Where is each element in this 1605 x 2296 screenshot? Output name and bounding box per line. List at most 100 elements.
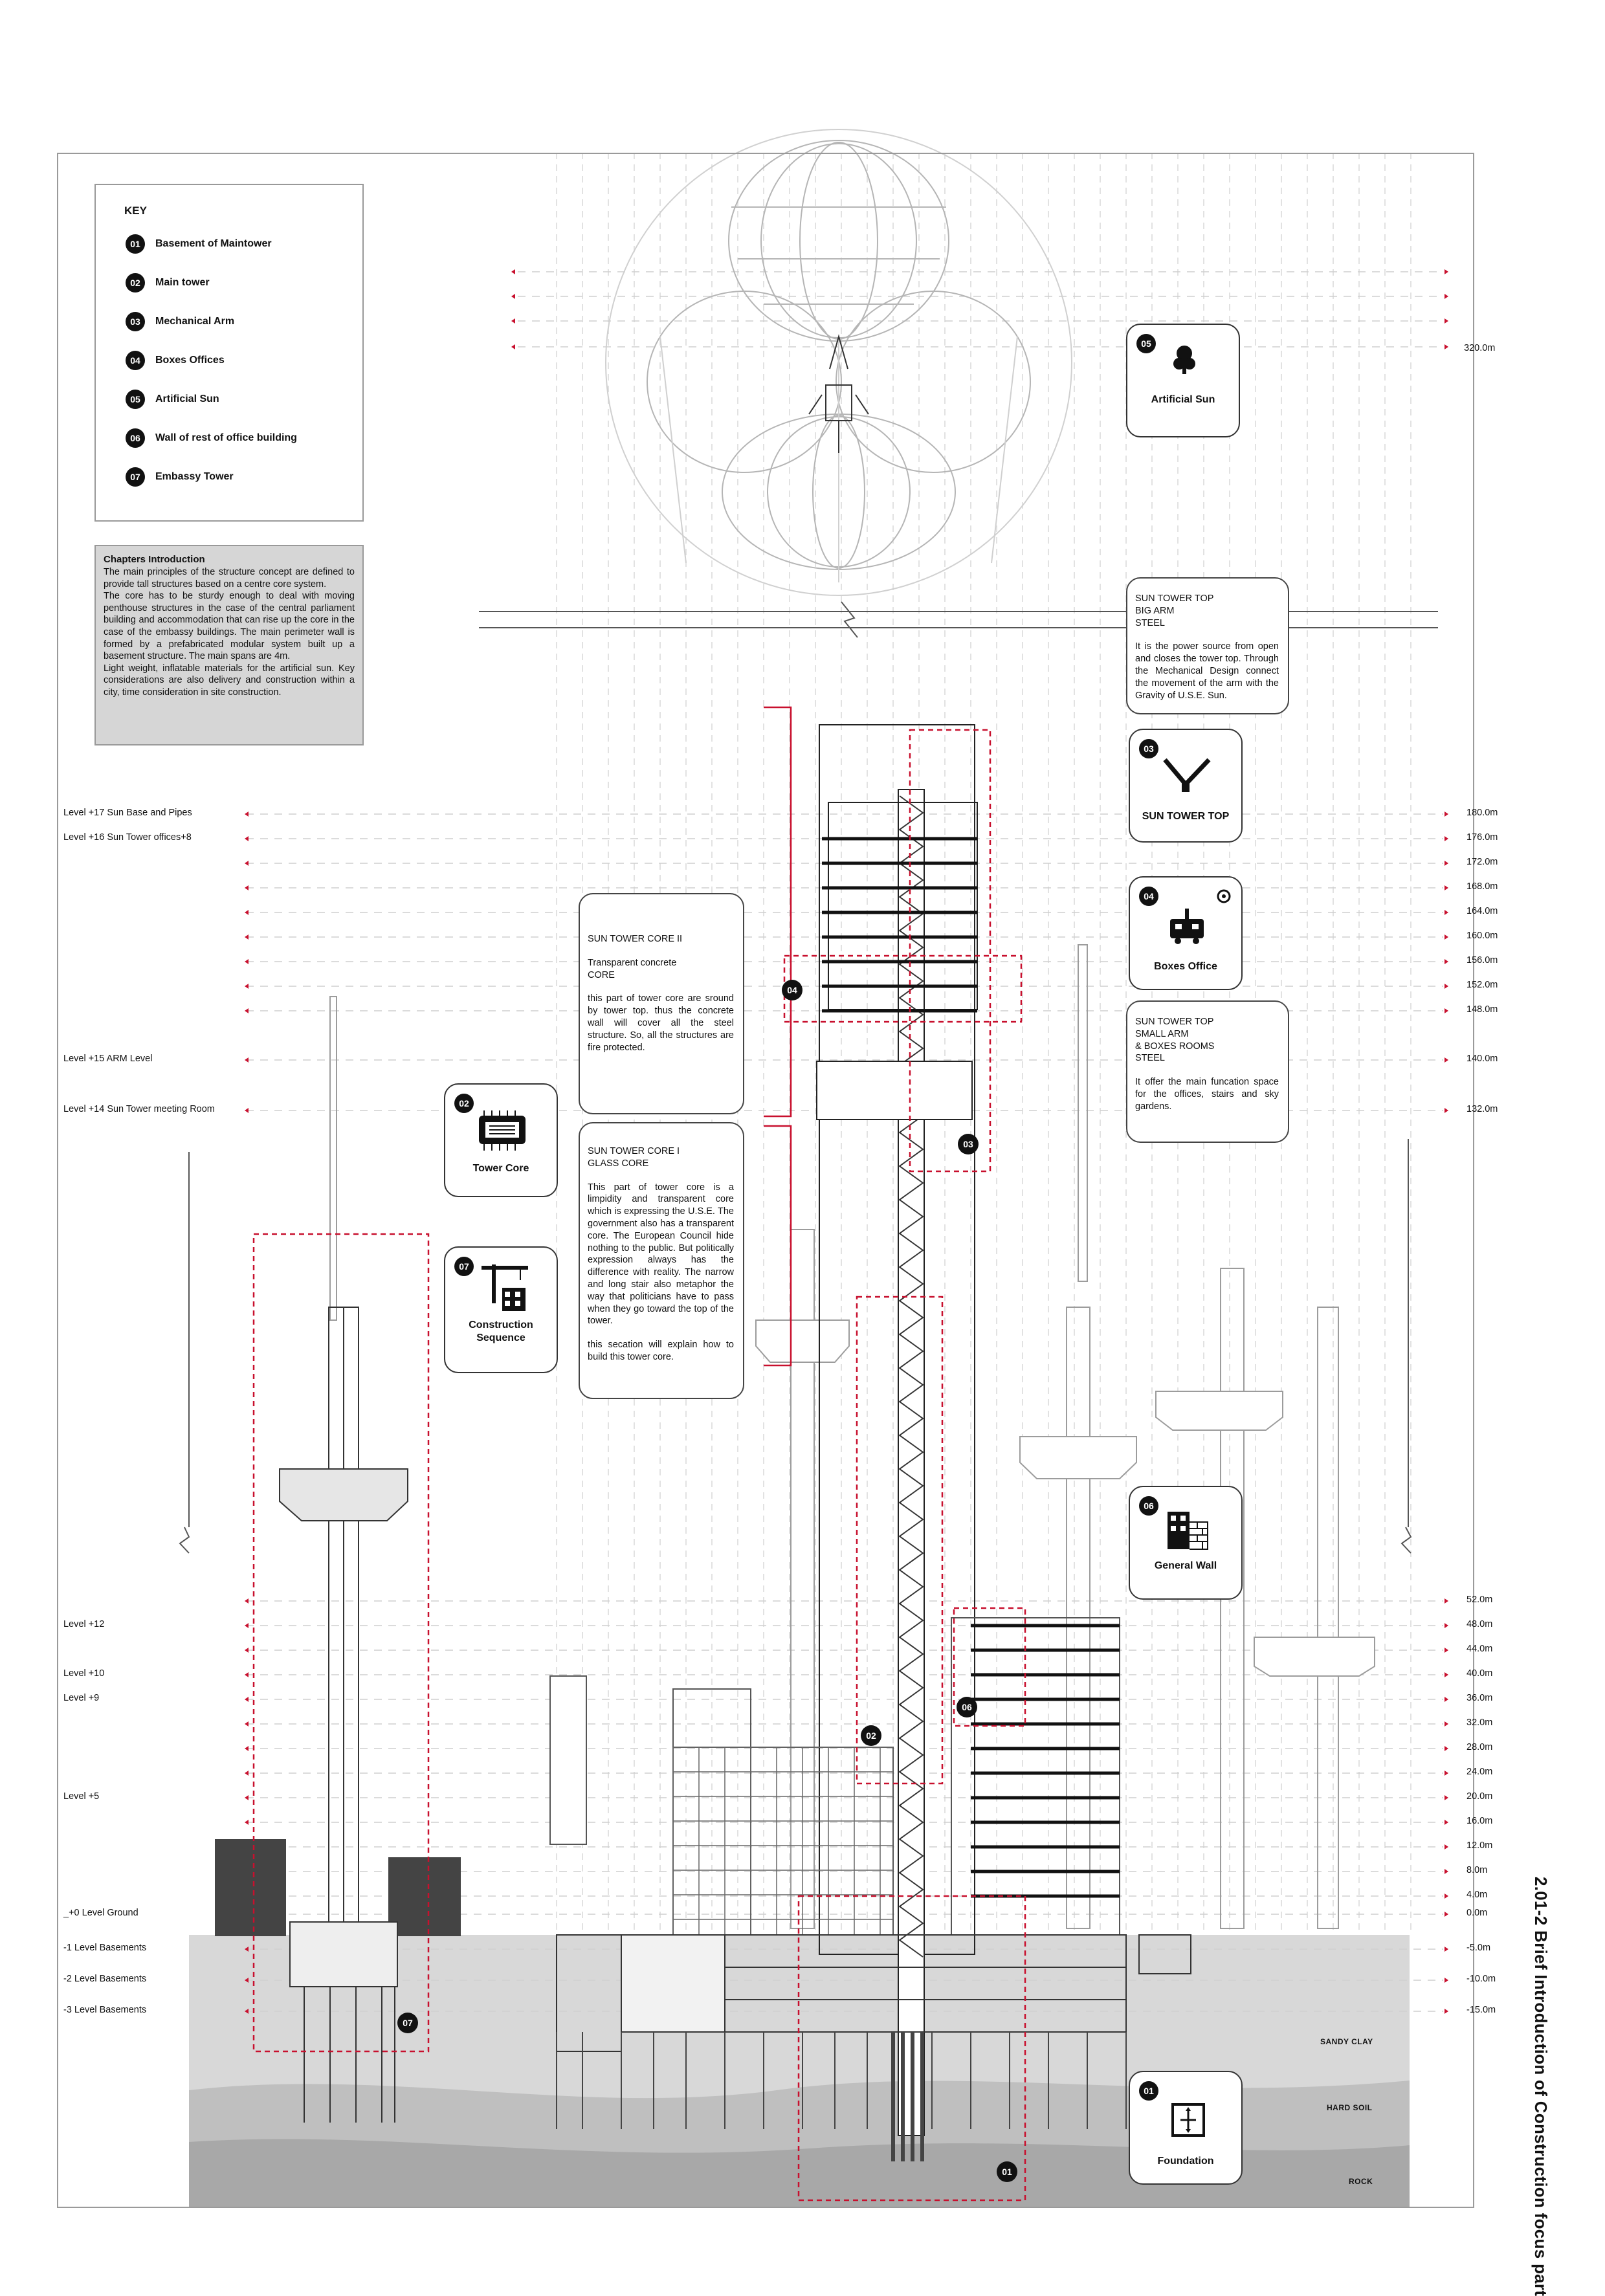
elevation-label: -15.0m xyxy=(1467,2005,1496,2015)
key-number: 02 xyxy=(126,273,145,293)
note-core-ii: SUN TOWER CORE II Transparent concrete C… xyxy=(579,893,744,1114)
level-marker xyxy=(511,294,515,299)
mechanical-arm-icon xyxy=(1163,758,1211,792)
level-marker xyxy=(1444,1008,1448,1013)
note-body: This part of tower core is a limpidity a… xyxy=(588,1182,734,1327)
chapters-introduction: Chapters Introduction The main principle… xyxy=(94,545,364,745)
level-marker xyxy=(1444,1893,1448,1899)
level-marker xyxy=(1444,1771,1448,1776)
level-marker xyxy=(245,959,249,964)
core-grid-icon xyxy=(479,1110,526,1151)
elevation-label: 44.0m xyxy=(1467,1644,1493,1654)
level-marker xyxy=(1444,344,1448,349)
key-number: 04 xyxy=(126,351,145,370)
level-marker xyxy=(1444,1947,1448,1952)
level-marker xyxy=(245,1598,249,1604)
elevation-label: 8.0m xyxy=(1467,1865,1488,1875)
level-marker xyxy=(245,1008,249,1013)
level-marker xyxy=(1444,294,1448,299)
level-marker xyxy=(1444,1623,1448,1628)
note-heading: SUN TOWER TOP BIG ARM STEEL xyxy=(1135,593,1214,628)
note-core-i: SUN TOWER CORE I GLASS CORE This part of… xyxy=(579,1122,744,1399)
note-big-arm: SUN TOWER TOP BIG ARM STEEL It is the po… xyxy=(1126,577,1289,714)
elevation-label: 168.0m xyxy=(1467,881,1498,892)
level-marker xyxy=(245,1771,249,1776)
level-marker xyxy=(245,1978,249,1983)
card-general-wall: 06 General Wall xyxy=(1129,1486,1243,1600)
elevation-label: 16.0m xyxy=(1467,1816,1493,1826)
key-number: 01 xyxy=(126,234,145,254)
key-label: Artificial Sun xyxy=(155,393,219,404)
card-sun-tower-top: 03 SUN TOWER TOP xyxy=(1129,729,1243,843)
top-elevation-label: 320.0m xyxy=(1464,343,1496,353)
level-marker xyxy=(1444,1978,1448,1983)
elevation-label: 152.0m xyxy=(1467,980,1498,990)
level-label: -1 Level Basements xyxy=(63,1943,147,1953)
card-tower-core: 02 Tower Core xyxy=(444,1083,558,1197)
general-wall-floors xyxy=(971,1624,1120,1898)
level-marker xyxy=(245,1746,249,1751)
key-title: KEY xyxy=(124,204,147,217)
level-marker xyxy=(1444,1746,1448,1751)
level-marker xyxy=(1444,1869,1448,1874)
level-label: Level +5 xyxy=(63,1791,100,1802)
elevation-label: 20.0m xyxy=(1467,1791,1493,1802)
level-marker xyxy=(245,885,249,890)
card-number: 04 xyxy=(1139,887,1158,906)
crane-icon xyxy=(482,1264,528,1311)
level-label: Level +15 ARM Level xyxy=(63,1054,153,1064)
card-label: SUN TOWER TOP xyxy=(1142,811,1230,822)
focus-marker: 01 xyxy=(997,2161,1017,2182)
focus-marker: 04 xyxy=(782,980,802,1000)
note-small-arm: SUN TOWER TOP SMALL ARM & BOXES ROOMS ST… xyxy=(1126,1000,1289,1143)
elevation-label: 12.0m xyxy=(1467,1840,1493,1851)
elevation-label: -5.0m xyxy=(1467,1943,1491,1953)
level-label: Level +12 xyxy=(63,1619,105,1629)
drawing-frame xyxy=(57,153,1474,2208)
elevation-label: 52.0m xyxy=(1467,1595,1493,1605)
level-marker xyxy=(1444,1844,1448,1849)
page-title: 2.01-2 Brief Introduction of Constructio… xyxy=(1531,1877,1551,2296)
level-marker xyxy=(1444,1820,1448,1825)
card-label: Artificial Sun xyxy=(1151,394,1215,405)
card-number: 06 xyxy=(1139,1496,1158,1516)
elevation-label: 176.0m xyxy=(1467,832,1498,843)
chapters-title: Chapters Introduction xyxy=(104,554,205,565)
basement xyxy=(556,1934,1191,2052)
sun-figure-icon xyxy=(1173,346,1195,374)
level-marker xyxy=(245,1672,249,1677)
level-marker xyxy=(511,318,515,324)
level-marker xyxy=(1444,811,1448,817)
level-marker xyxy=(245,811,249,817)
note-subheading: Transparent concrete CORE xyxy=(588,957,677,980)
note-body-extra: this secation will explain how to build … xyxy=(588,1340,734,1362)
level-marker xyxy=(1444,1721,1448,1727)
office-box-icon xyxy=(1170,909,1204,944)
elevation-label: 148.0m xyxy=(1467,1004,1498,1015)
level-label: -3 Level Basements xyxy=(63,2005,147,2015)
focus-marker: 03 xyxy=(958,1134,979,1154)
gear-icon xyxy=(1217,889,1231,903)
level-marker xyxy=(1444,1598,1448,1604)
level-marker xyxy=(1444,1697,1448,1702)
level-marker xyxy=(245,1820,249,1825)
level-label: Level +16 Sun Tower offices+8 xyxy=(63,832,192,843)
level-marker xyxy=(1444,318,1448,324)
level-marker xyxy=(245,1623,249,1628)
level-marker xyxy=(245,984,249,989)
level-label: -2 Level Basements xyxy=(63,1974,147,1984)
elevation-label: 48.0m xyxy=(1467,1619,1493,1629)
level-marker xyxy=(1444,1648,1448,1653)
key-number: 06 xyxy=(126,428,145,448)
focus-marker: 06 xyxy=(957,1697,977,1717)
elevation-label: 172.0m xyxy=(1467,857,1498,867)
elevation-label: 180.0m xyxy=(1467,808,1498,818)
level-label: Level +10 xyxy=(63,1668,105,1679)
elevation-label: 160.0m xyxy=(1467,931,1498,941)
level-label: Level +14 Sun Tower meeting Room xyxy=(63,1104,215,1114)
foundation-plan-icon xyxy=(1171,2103,1205,2137)
